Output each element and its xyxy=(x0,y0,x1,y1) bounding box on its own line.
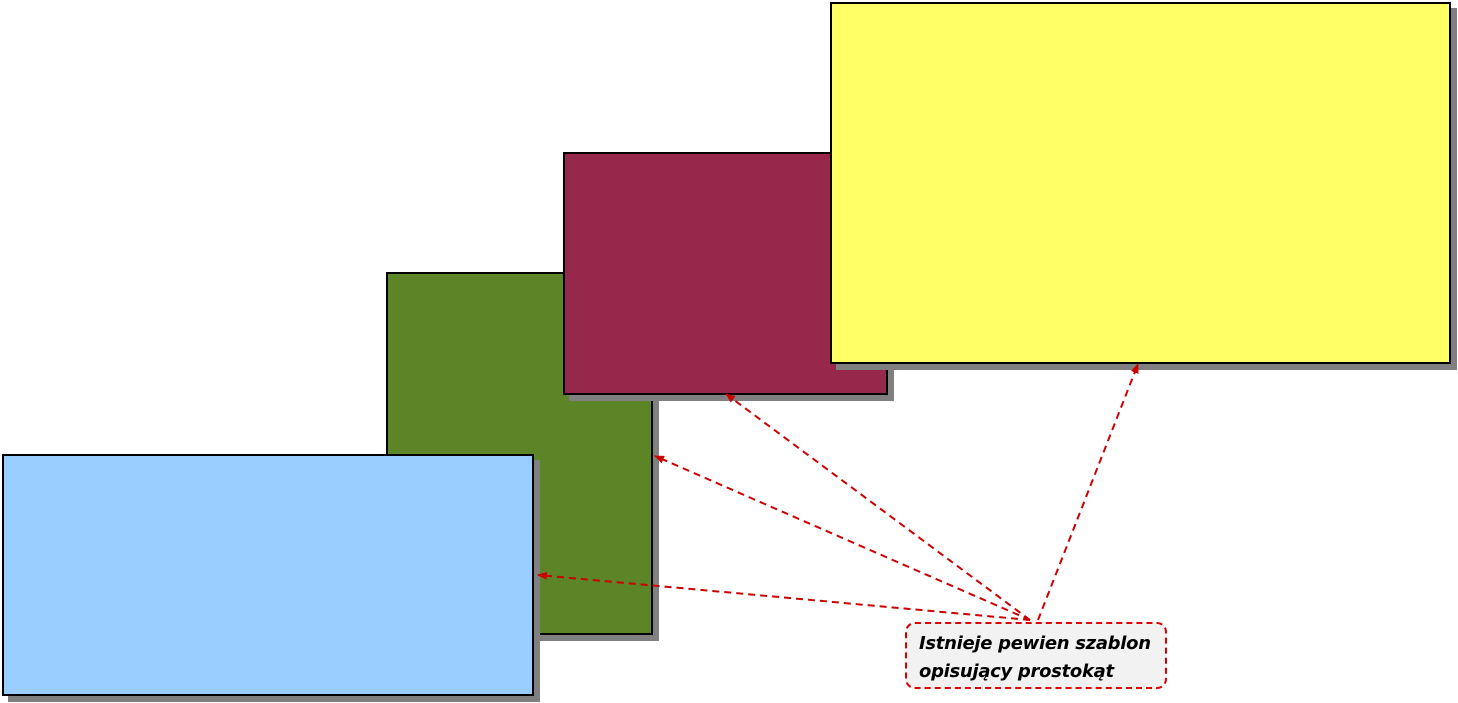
arrow-to-maroon-rectangle xyxy=(725,393,1031,621)
callout-line-2: opisujący prostokąt xyxy=(919,661,1114,682)
arrow-to-yellow-rectangle xyxy=(1037,363,1139,621)
callout-line-1: Istnieje pewien szablon xyxy=(919,633,1151,654)
arrow-to-green-rectangle xyxy=(654,455,1031,621)
yellow-rectangle xyxy=(830,2,1451,364)
callout-note: Istnieje pewien szablon opisujący prosto… xyxy=(905,622,1167,689)
blue-rectangle xyxy=(2,454,534,696)
